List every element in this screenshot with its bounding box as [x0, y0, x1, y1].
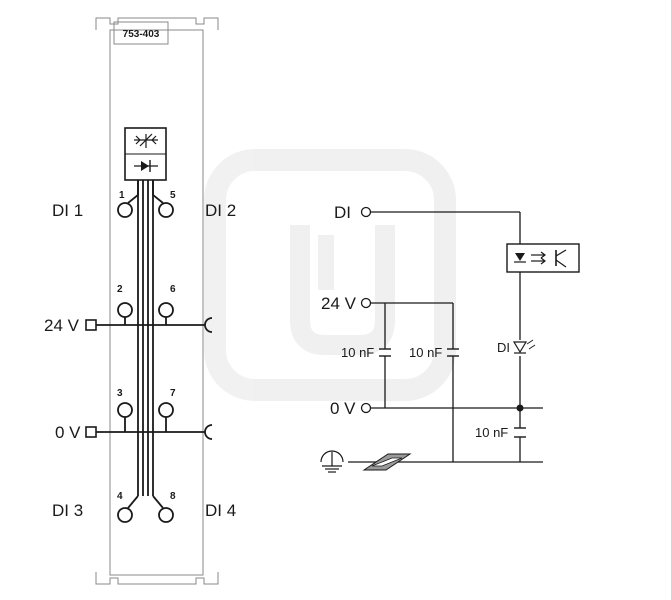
- pin-number: 5: [170, 190, 176, 201]
- pin-number: 2: [117, 284, 123, 295]
- terminal-24v-right: [360, 297, 372, 309]
- terminal-0v-right: [360, 402, 372, 414]
- led-icon: [512, 339, 536, 354]
- watermark-icon: [204, 149, 456, 401]
- label-di1: DI 1: [52, 201, 83, 220]
- label-di3: DI 3: [52, 501, 83, 520]
- din-rail-icon: [362, 453, 412, 471]
- optocoupler-icon: [124, 127, 167, 181]
- module-housing: [95, 17, 219, 585]
- label-0v-right: 0 V: [330, 399, 356, 418]
- pin-number: 7: [170, 388, 176, 399]
- capacitor-label: 10 nF: [409, 345, 442, 360]
- bus-0v: [96, 417, 213, 440]
- label-0v: 0 V: [55, 423, 81, 442]
- part-number-label: 753-403: [123, 29, 160, 40]
- pin-number: 3: [117, 388, 123, 399]
- label-24v: 24 V: [44, 316, 80, 335]
- pin-circles: [117, 202, 174, 523]
- pin-number: 1: [119, 190, 125, 201]
- pin-number: 4: [117, 491, 123, 502]
- terminal-di: [360, 206, 372, 218]
- capacitor-label: 10 nF: [475, 425, 508, 440]
- junction-dot: [516, 404, 524, 412]
- terminal-24v: [85, 319, 97, 331]
- label-24v-right: 24 V: [321, 294, 357, 313]
- label-led-di: DI: [497, 340, 510, 355]
- module-traces: [127, 180, 164, 509]
- capacitor-symbol: [379, 348, 526, 438]
- label-di-right: DI: [334, 203, 351, 222]
- terminal-0v: [85, 426, 97, 438]
- pin-number: 8: [170, 491, 176, 502]
- pin-number: 6: [170, 284, 176, 295]
- label-di2: DI 2: [205, 201, 236, 220]
- bus-24v: [96, 317, 213, 333]
- capacitor-label: 10 nF: [341, 345, 374, 360]
- optocoupler-icon: [506, 243, 580, 273]
- label-di4: DI 4: [205, 501, 236, 520]
- ground-icon: [320, 450, 344, 473]
